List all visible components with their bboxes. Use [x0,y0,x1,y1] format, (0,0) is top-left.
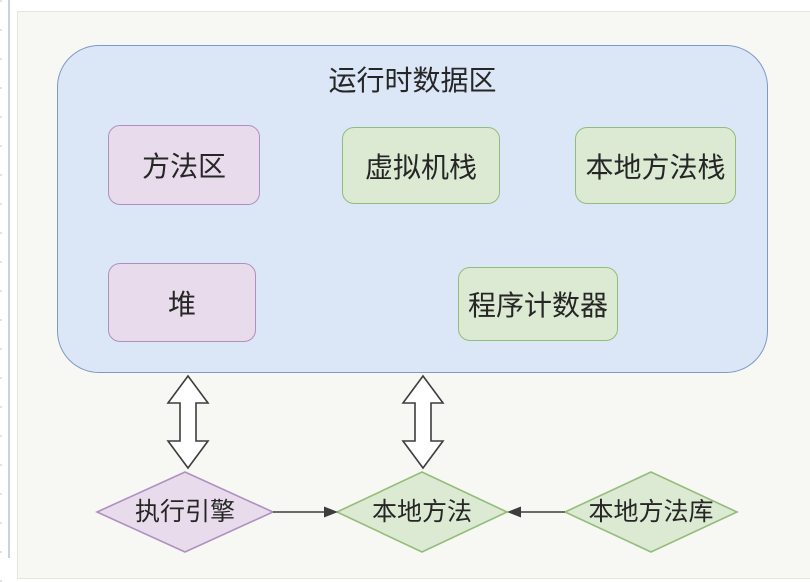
diamond-native-method-library [563,471,739,553]
node-vm-stack: 虚拟机栈 [342,127,500,204]
node-method-area: 方法区 [108,125,260,205]
double-arrow-runtime-native [401,374,445,470]
node-vm-stack-label: 虚拟机栈 [364,151,477,183]
double-arrow-runtime-execution [166,374,210,470]
arrow-library-to-native-head [507,506,521,518]
node-heap-label: 堆 [167,288,196,320]
node-method-area-label: 方法区 [141,151,226,182]
left-accent-line [8,0,10,558]
node-program-counter: 程序计数器 [458,267,618,341]
arrow-execution-to-native-head [324,506,338,518]
runtime-data-area-title: 运行时数据区 [328,65,497,96]
node-program-counter-label: 程序计数器 [467,290,608,321]
page-edge-marks [0,0,2,582]
node-native-method-stack: 本地方法栈 [575,127,736,204]
node-heap: 堆 [108,263,256,342]
diamond-native-method-label: 本地方法 [371,497,472,526]
diamond-execution-engine-label: 执行引擎 [134,497,235,526]
diamond-native-method-library-label: 本地方法库 [588,497,714,526]
node-native-method-stack-label: 本地方法栈 [585,151,726,183]
